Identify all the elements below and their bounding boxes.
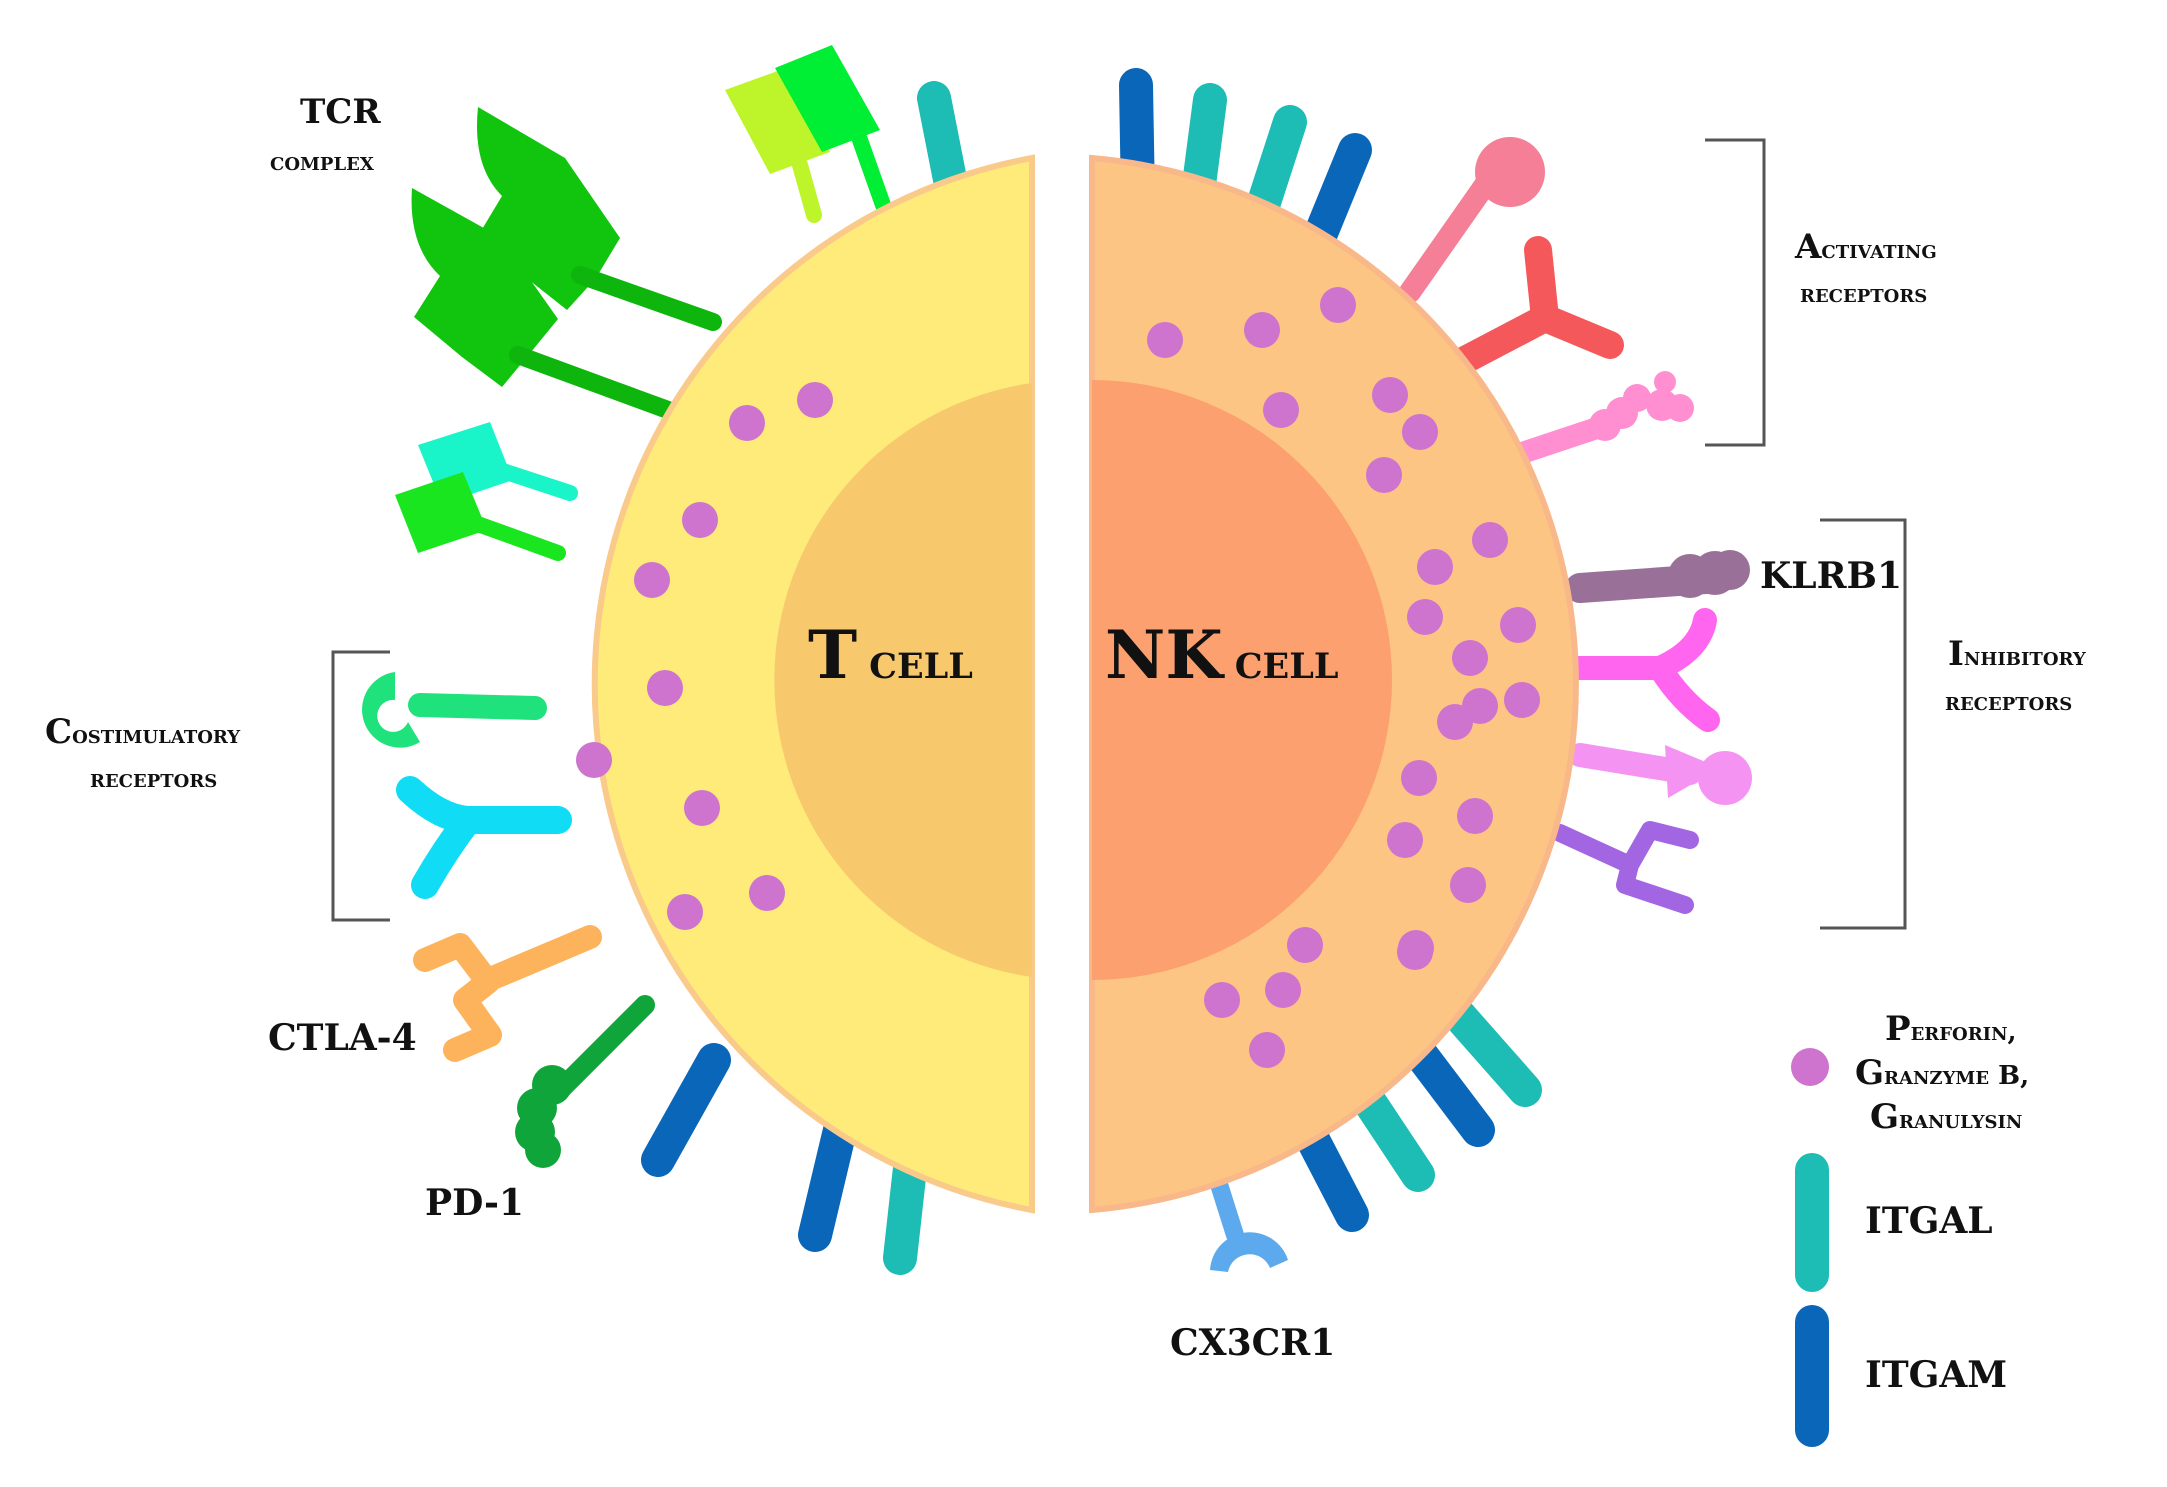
- granule-dot: [1204, 982, 1240, 1018]
- granule-dot: [1372, 377, 1408, 413]
- legend-granule-swatch: [1791, 1048, 1829, 1086]
- brackets: [331, 138, 1907, 930]
- nk-cell: [1089, 154, 1579, 1214]
- granule-dot: [1401, 760, 1437, 796]
- inhibitory-receptor-2: [1568, 743, 1752, 805]
- legend-granule-line1: Perforin,: [1885, 1009, 2017, 1049]
- costimulatory-receptor-2: [396, 776, 572, 899]
- granule-dot: [684, 790, 720, 826]
- granules: [576, 287, 1540, 1068]
- granule-dot: [1263, 392, 1299, 428]
- granule-dot: [1407, 599, 1443, 635]
- granule-dot: [667, 894, 703, 930]
- granule-dot: [1244, 312, 1280, 348]
- granule-dot: [1265, 972, 1301, 1008]
- nk-cell-nucleus: [1092, 380, 1392, 980]
- granule-dot: [729, 405, 765, 441]
- granule-dot: [682, 502, 718, 538]
- tcr-complex-receptor: [411, 107, 722, 419]
- ctla4-receptor: [413, 925, 602, 1062]
- itgal-integrin: [1433, 988, 1542, 1107]
- legend-granule-line2: Granzyme B,: [1855, 1053, 2029, 1093]
- granule-dot: [749, 875, 785, 911]
- granule-dot: [1457, 798, 1493, 834]
- granule-dot: [1320, 287, 1356, 323]
- klrb1-label: KLRB1: [1760, 555, 1902, 597]
- granule-dot: [1504, 682, 1540, 718]
- activating-receptor-2: [1451, 236, 1624, 374]
- activating-receptor-3: [1514, 371, 1694, 463]
- granule-dot: [1366, 457, 1402, 493]
- itgam-integrin: [641, 1043, 731, 1177]
- granule-dot: [576, 742, 612, 778]
- t-cell-nucleus: [774, 383, 1032, 977]
- inhibitory-receptor-1: [1563, 608, 1720, 732]
- co-receptor-pair: [725, 45, 891, 223]
- legend-granule-line3: Granulysin: [1870, 1097, 2022, 1137]
- costimulatory-label-line2: receptors: [90, 764, 217, 794]
- granule-dot: [1500, 607, 1536, 643]
- activating-bracket: [1705, 138, 1766, 447]
- activating-label-line2: receptors: [1800, 279, 1927, 309]
- inhibitory-label-line2: receptors: [1945, 687, 2072, 717]
- tcr-label: TCR: [300, 92, 381, 132]
- inhibitory-bracket: [1820, 518, 1907, 930]
- pd1-label: PD-1: [425, 1182, 524, 1224]
- granule-dot: [1387, 822, 1423, 858]
- inhibitory-label: Inhibitory: [1948, 634, 2087, 674]
- granule-dot: [1472, 522, 1508, 558]
- t-cell: [591, 154, 1035, 1214]
- inhibitory-receptor-3: [1551, 821, 1699, 914]
- granule-dot: [1452, 640, 1488, 676]
- tcr-complex-label: complex: [270, 147, 374, 177]
- granule-dot: [1397, 934, 1433, 970]
- activating-label: Activating: [1794, 227, 1937, 267]
- granule-dot: [1437, 704, 1473, 740]
- t-cell-receptors: [362, 45, 972, 1275]
- pd1-receptor: [515, 995, 655, 1168]
- costimulatory-receptor-1: [362, 672, 547, 748]
- granule-dot: [1287, 927, 1323, 963]
- granule-dot: [797, 382, 833, 418]
- costimulatory-bracket: [331, 650, 390, 922]
- granule-dot: [1450, 867, 1486, 903]
- granule-dot: [647, 670, 683, 706]
- ctla4-label: CTLA-4: [268, 1017, 417, 1059]
- legend-itgam-label: ITGAM: [1865, 1354, 2007, 1396]
- granule-dot: [1249, 1032, 1285, 1068]
- tcr-co-receptor-left: [395, 422, 578, 561]
- costimulatory-label: Costimulatory: [45, 712, 241, 752]
- legend-itgal-label: ITGAL: [1865, 1200, 1993, 1242]
- granule-dot: [1147, 322, 1183, 358]
- legend: Perforin, Granzyme B, Granulysin ITGAL I…: [1791, 1009, 2029, 1447]
- activating-receptor-1: [1399, 137, 1545, 303]
- cx3cr1-label: CX3CR1: [1170, 1322, 1335, 1364]
- itgam-integrin: [798, 1113, 857, 1252]
- klrb1-receptor: [1565, 550, 1750, 603]
- granule-dot: [1402, 414, 1438, 450]
- granule-dot: [634, 562, 670, 598]
- granule-dot: [1417, 549, 1453, 585]
